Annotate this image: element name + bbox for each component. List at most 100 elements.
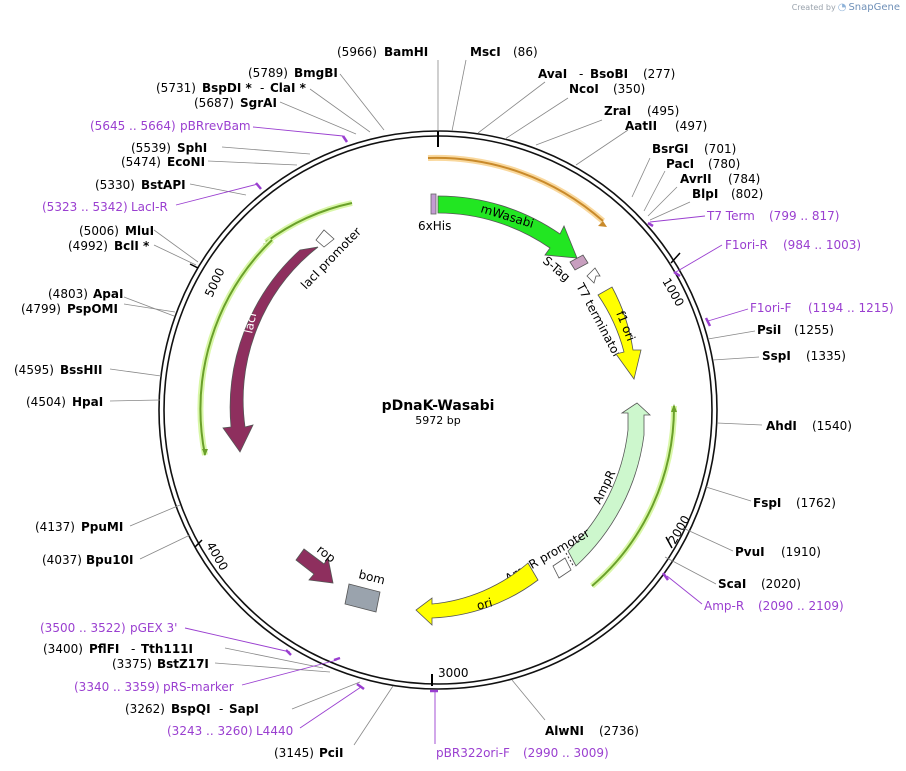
snapgene-logo-icon: ◔: [837, 2, 847, 13]
leader-bpu10i: [139, 534, 191, 560]
site-pos-pflfi: (3400): [43, 642, 83, 656]
brand-name: SnapGene: [848, 2, 900, 13]
site-name-bsshii: BssHII: [60, 363, 102, 377]
site-name-ncoi: NcoI: [569, 82, 599, 96]
site-pos-pvui: (1910): [781, 545, 821, 559]
feature-label-stag: S-Tag: [540, 254, 573, 285]
feature-laci-promoter[interactable]: [315, 229, 335, 248]
primer-mark-amp-r: [661, 572, 670, 581]
site-pos-pcii: (3145): [274, 746, 314, 760]
primer-name-pbr322ori-f: pBR322ori-F: [436, 746, 510, 760]
primer-mark-pbrrevbam: [341, 135, 349, 143]
feature-t7-terminator[interactable]: [586, 267, 601, 284]
primer-name-pgex3: pGEX 3': [130, 621, 177, 635]
site-name-clai: ClaI *: [270, 81, 307, 95]
leader-blpi: [649, 201, 691, 221]
primer-labels: T7 Term (799 .. 817) F1ori-R (984 .. 100…: [40, 119, 894, 760]
feature-bom[interactable]: [344, 583, 381, 613]
site-pos-bstz17i: (3375): [112, 657, 152, 671]
primer-lines: [175, 126, 749, 744]
leader-econi: [207, 160, 298, 166]
brand-prefix: Created by: [791, 3, 836, 12]
primer-leader-pbrrevbam: [252, 126, 344, 137]
site-name-sapi: SapI: [229, 702, 259, 716]
leader-hpai: [109, 399, 161, 402]
feature-ampr-promoter[interactable]: [552, 557, 572, 579]
site-pos-psii: (1255): [794, 323, 834, 337]
site-name-paci: PacI: [666, 157, 694, 171]
orf-top-arrowhead: [598, 221, 607, 227]
feature-label-bom: bom: [357, 567, 386, 587]
site-pos-scai: (2020): [761, 577, 801, 591]
primer-name-amp-r: Amp-R: [704, 599, 744, 613]
primer-range-pbrrevbam: (5645 .. 5664): [90, 119, 176, 133]
site-pos-econi: (5474): [121, 155, 161, 169]
primer-range-t7-term: (799 .. 817): [769, 209, 839, 223]
site-pos-bamhi: (5966): [337, 45, 377, 59]
site-pos-bmgbi: (5789): [248, 66, 288, 80]
feature-laci[interactable]: [222, 246, 319, 453]
site-pos-bpu10i: (4037): [42, 553, 82, 567]
primer-range-f1ori-r: (984 .. 1003): [783, 238, 861, 252]
site-pos-bcli: (4992): [68, 239, 108, 253]
orf-right-arrowhead: [671, 404, 677, 412]
site-pos-sphi: (5539): [131, 141, 171, 155]
orf-right-arc: [591, 405, 676, 587]
feature-mwasabi[interactable]: [437, 195, 578, 259]
leader-sphi: [221, 146, 311, 155]
feature-f1-ori[interactable]: [597, 286, 642, 380]
orf-laci-arc: [265, 202, 353, 243]
site-name-tth111i: Tth111I: [141, 642, 193, 656]
site-name-msci: MscI: [470, 45, 501, 59]
site-name-ahdi: AhdI: [766, 419, 797, 433]
tick-label-5000: 5000: [202, 266, 228, 300]
feature-stag[interactable]: [569, 254, 589, 271]
primer-range-laci-r: (5323 .. 5342): [42, 200, 128, 214]
site-name-zrai: ZraI: [604, 104, 631, 118]
primer-name-pbrrevbam: pBRrevBam: [180, 119, 251, 133]
leader-paci: [643, 170, 666, 212]
leader-aatii: [575, 129, 629, 166]
site-pos-bsrgi: (701): [704, 142, 736, 156]
plasmid-name: pDnaK-Wasabi: [382, 398, 495, 414]
site-name-bsobi: BsoBI: [590, 67, 628, 81]
primer-name-f1ori-r: F1ori-R: [725, 238, 768, 252]
leader-bsrgi: [631, 157, 651, 198]
primer-leader-t7-term: [649, 215, 706, 223]
leader-fspi: [705, 486, 752, 502]
site-pos-ncoi: (350): [613, 82, 645, 96]
feature-ori[interactable]: [415, 562, 539, 626]
leader-pcii: [353, 685, 394, 746]
primer-range-f1ori-f: (1194 .. 1215): [808, 301, 894, 315]
site-pos-zrai: (495): [647, 104, 679, 118]
site-pos-paci: (780): [708, 157, 740, 171]
primer-mark-pgex3: [285, 649, 292, 656]
leader-bspqi: [291, 681, 361, 710]
site-sep-avai: -: [579, 67, 583, 81]
site-pos-bsshii: (4595): [14, 363, 54, 377]
feature-6xhis[interactable]: [430, 193, 437, 215]
site-name-bpu10i: Bpu10I: [86, 553, 133, 567]
feature-rop[interactable]: [295, 548, 334, 584]
tick-label-3000: 3000: [438, 666, 469, 680]
tick-label-1000: 1000: [659, 276, 686, 309]
primer-name-prs-marker: pRS-marker: [163, 680, 234, 694]
leader-ppumi: [129, 504, 181, 527]
leader-ahdi: [716, 422, 763, 426]
leader-psii: [707, 330, 756, 340]
primer-name-l4440: L4440: [256, 724, 293, 738]
site-pos-sspi: (1335): [806, 349, 846, 363]
site-name-blpi: BlpI: [692, 187, 718, 201]
leader-mlui: [153, 229, 199, 263]
site-name-ppumi: PpuMI: [81, 520, 123, 534]
site-pos-pspomi: (4799): [21, 302, 61, 316]
leader-scai: [664, 556, 717, 585]
site-name-psii: PsiI: [757, 323, 781, 337]
site-pos-avrii: (784): [728, 172, 760, 186]
leader-alwni: [511, 679, 546, 721]
primer-leader-prs-marker: [241, 659, 338, 686]
site-pos-apai: (4803): [48, 287, 88, 301]
leader-bsshii: [109, 368, 162, 377]
site-pos-mlui: (5006): [79, 224, 119, 238]
feature-ampr[interactable]: [567, 402, 652, 567]
